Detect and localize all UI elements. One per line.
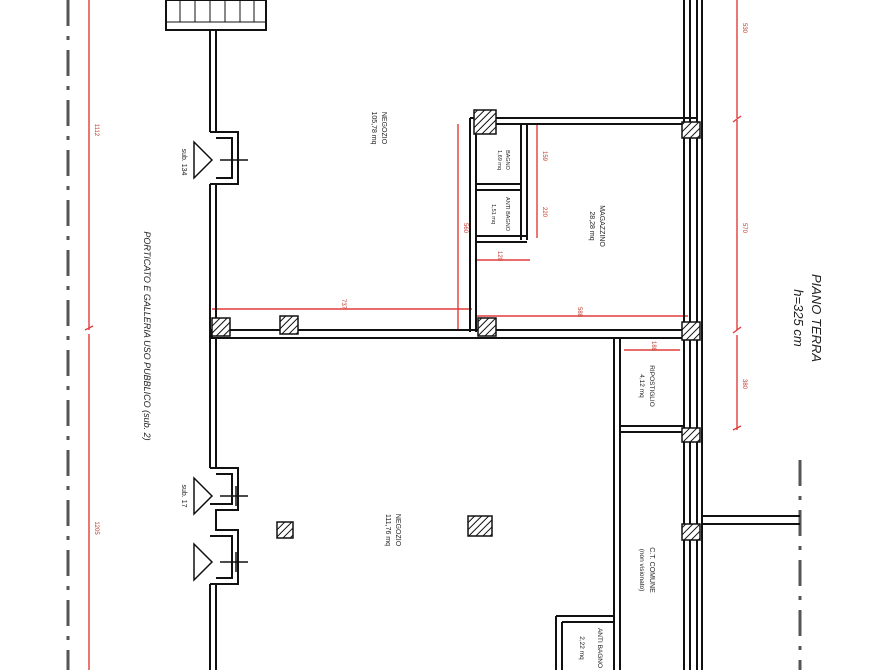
pillar-ripostiglio [681, 427, 701, 443]
entrance-label-sub134: sub. 134 [180, 149, 187, 176]
entrance-marker-sub134 [193, 140, 248, 180]
dim-magazzino-depth: 560 [462, 223, 468, 234]
entrance-label-sub17: sub. 17 [180, 485, 187, 508]
dim-ripost-w: 188 [650, 341, 656, 352]
top-window [165, 0, 267, 31]
magazzino-walls [469, 117, 698, 332]
room-ripostiglio-area: 4,12 mq [638, 374, 645, 398]
room-negozio-bottom-area: 111,76 mq [384, 514, 391, 546]
dimension-lines [88, 0, 738, 670]
room-negozio-top-area: 105,78 mq [370, 111, 377, 144]
plan-height: h=325 cm [791, 289, 806, 347]
dim-wall-span: 737 [340, 299, 346, 310]
room-ct-comune-note: (non visionato) [638, 549, 645, 592]
left-facade-wall [209, 30, 239, 670]
ripostiglio-walls [613, 338, 684, 670]
room-antibagno-area: 1,51 mq [490, 204, 496, 224]
room-antibagno-bottom-area: 2,22 mq [578, 636, 585, 660]
dim-passage: 120 [496, 251, 502, 262]
entrance-marker-lower [193, 542, 248, 582]
dim-right-top: 530 [741, 23, 747, 34]
plan-title: PIANO TERRA [809, 274, 824, 362]
anti-bagno-bottom-walls [555, 615, 614, 670]
dim-left-top: 1112 [93, 124, 99, 137]
dim-right-bottom: 380 [741, 379, 747, 390]
room-bagno-name: BAGNO [504, 150, 510, 171]
room-ripostiglio-name: RIPOSTIGLIO [648, 365, 655, 407]
room-bagno-area: 1,69 mq [496, 150, 502, 170]
room-antibagno-name: ANTI BAGNO [504, 197, 510, 232]
dim-bagno-h: 159 [541, 151, 547, 162]
dimension-ticks [84, 115, 742, 431]
room-antibagno-bottom-name: ANTI BAGNO [596, 628, 603, 668]
entrance-marker-sub17 [193, 476, 248, 516]
room-ct-comune-name: C.T. COMUNE [648, 547, 655, 593]
pillar-negozio-left [276, 521, 294, 539]
pillar-magazzino-corner [473, 109, 497, 135]
pillar-negozio-right [467, 515, 493, 537]
portico-label: PORTICATO E GALLERIA USO PUBBLICO (sub. … [142, 231, 152, 440]
room-negozio-top-name: NEGOZIO [380, 112, 387, 145]
dim-magazzino-width: 588 [576, 307, 582, 318]
room-magazzino-area: 28,28 mq [588, 211, 595, 240]
room-magazzino-name: MAGAZZINO [598, 205, 605, 247]
dim-antibagno-h: 220 [541, 207, 547, 218]
pillar-magazzino-right [681, 121, 701, 139]
dim-left-bottom: 1205 [93, 521, 99, 535]
partition-wall-middle [211, 315, 701, 341]
room-negozio-bottom-name: NEGOZIO [394, 514, 401, 547]
pillar-ct [681, 523, 701, 541]
right-facade-wall [683, 0, 800, 670]
dim-right-mid: 570 [741, 223, 747, 234]
